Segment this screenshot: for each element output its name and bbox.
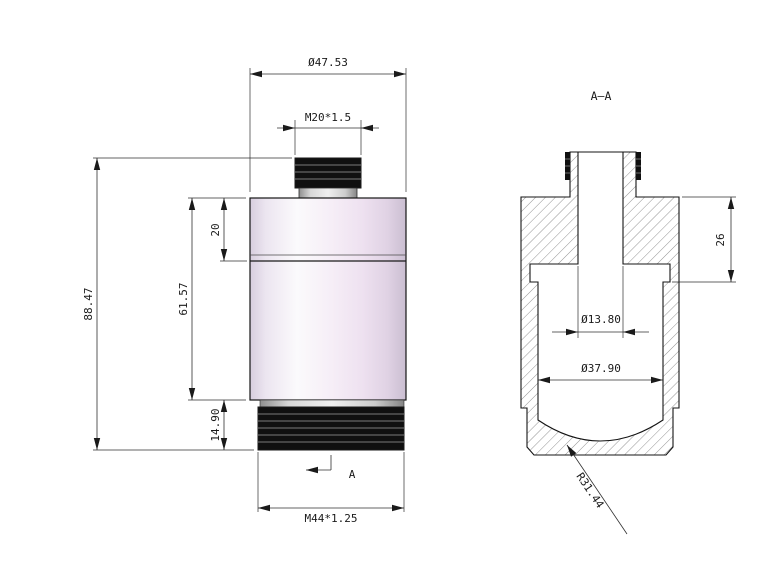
main-body [249,197,407,401]
dim-large-bore-label: Ø37.90 [581,362,621,375]
dim-total-height-label: 88.47 [82,287,95,320]
thread-groove [259,399,405,408]
dim-body-height-label: 61.57 [177,282,190,315]
dim-small-bore-label: Ø13.80 [581,313,621,326]
stub-neck [298,187,358,199]
section-label: A [349,468,356,481]
section-shell [520,151,680,456]
front-view: Ø47.53 M20*1.5 88.47 61.57 20 14.90 M44*… [82,56,407,525]
dim-bottom-radius-label: R31.44 [574,470,607,511]
dim-step-height-label: 20 [209,223,222,236]
dim-top-thread-label: M20*1.5 [305,111,351,124]
dim-bottom-thread-length-label: 14.90 [209,408,222,441]
dim-counterbore-depth-label: 26 [714,233,727,246]
section-view-title: A—A [591,89,612,103]
bottom-thread [257,406,405,451]
dim-top-diameter-label: Ø47.53 [308,56,348,69]
top-thread [294,157,362,189]
dim-bottom-thread-label: M44*1.25 [305,512,358,525]
radius-leader-line [566,444,628,535]
section-view: A—A 26 Ø13.80 Ø37.90 R31.44 [520,89,736,535]
